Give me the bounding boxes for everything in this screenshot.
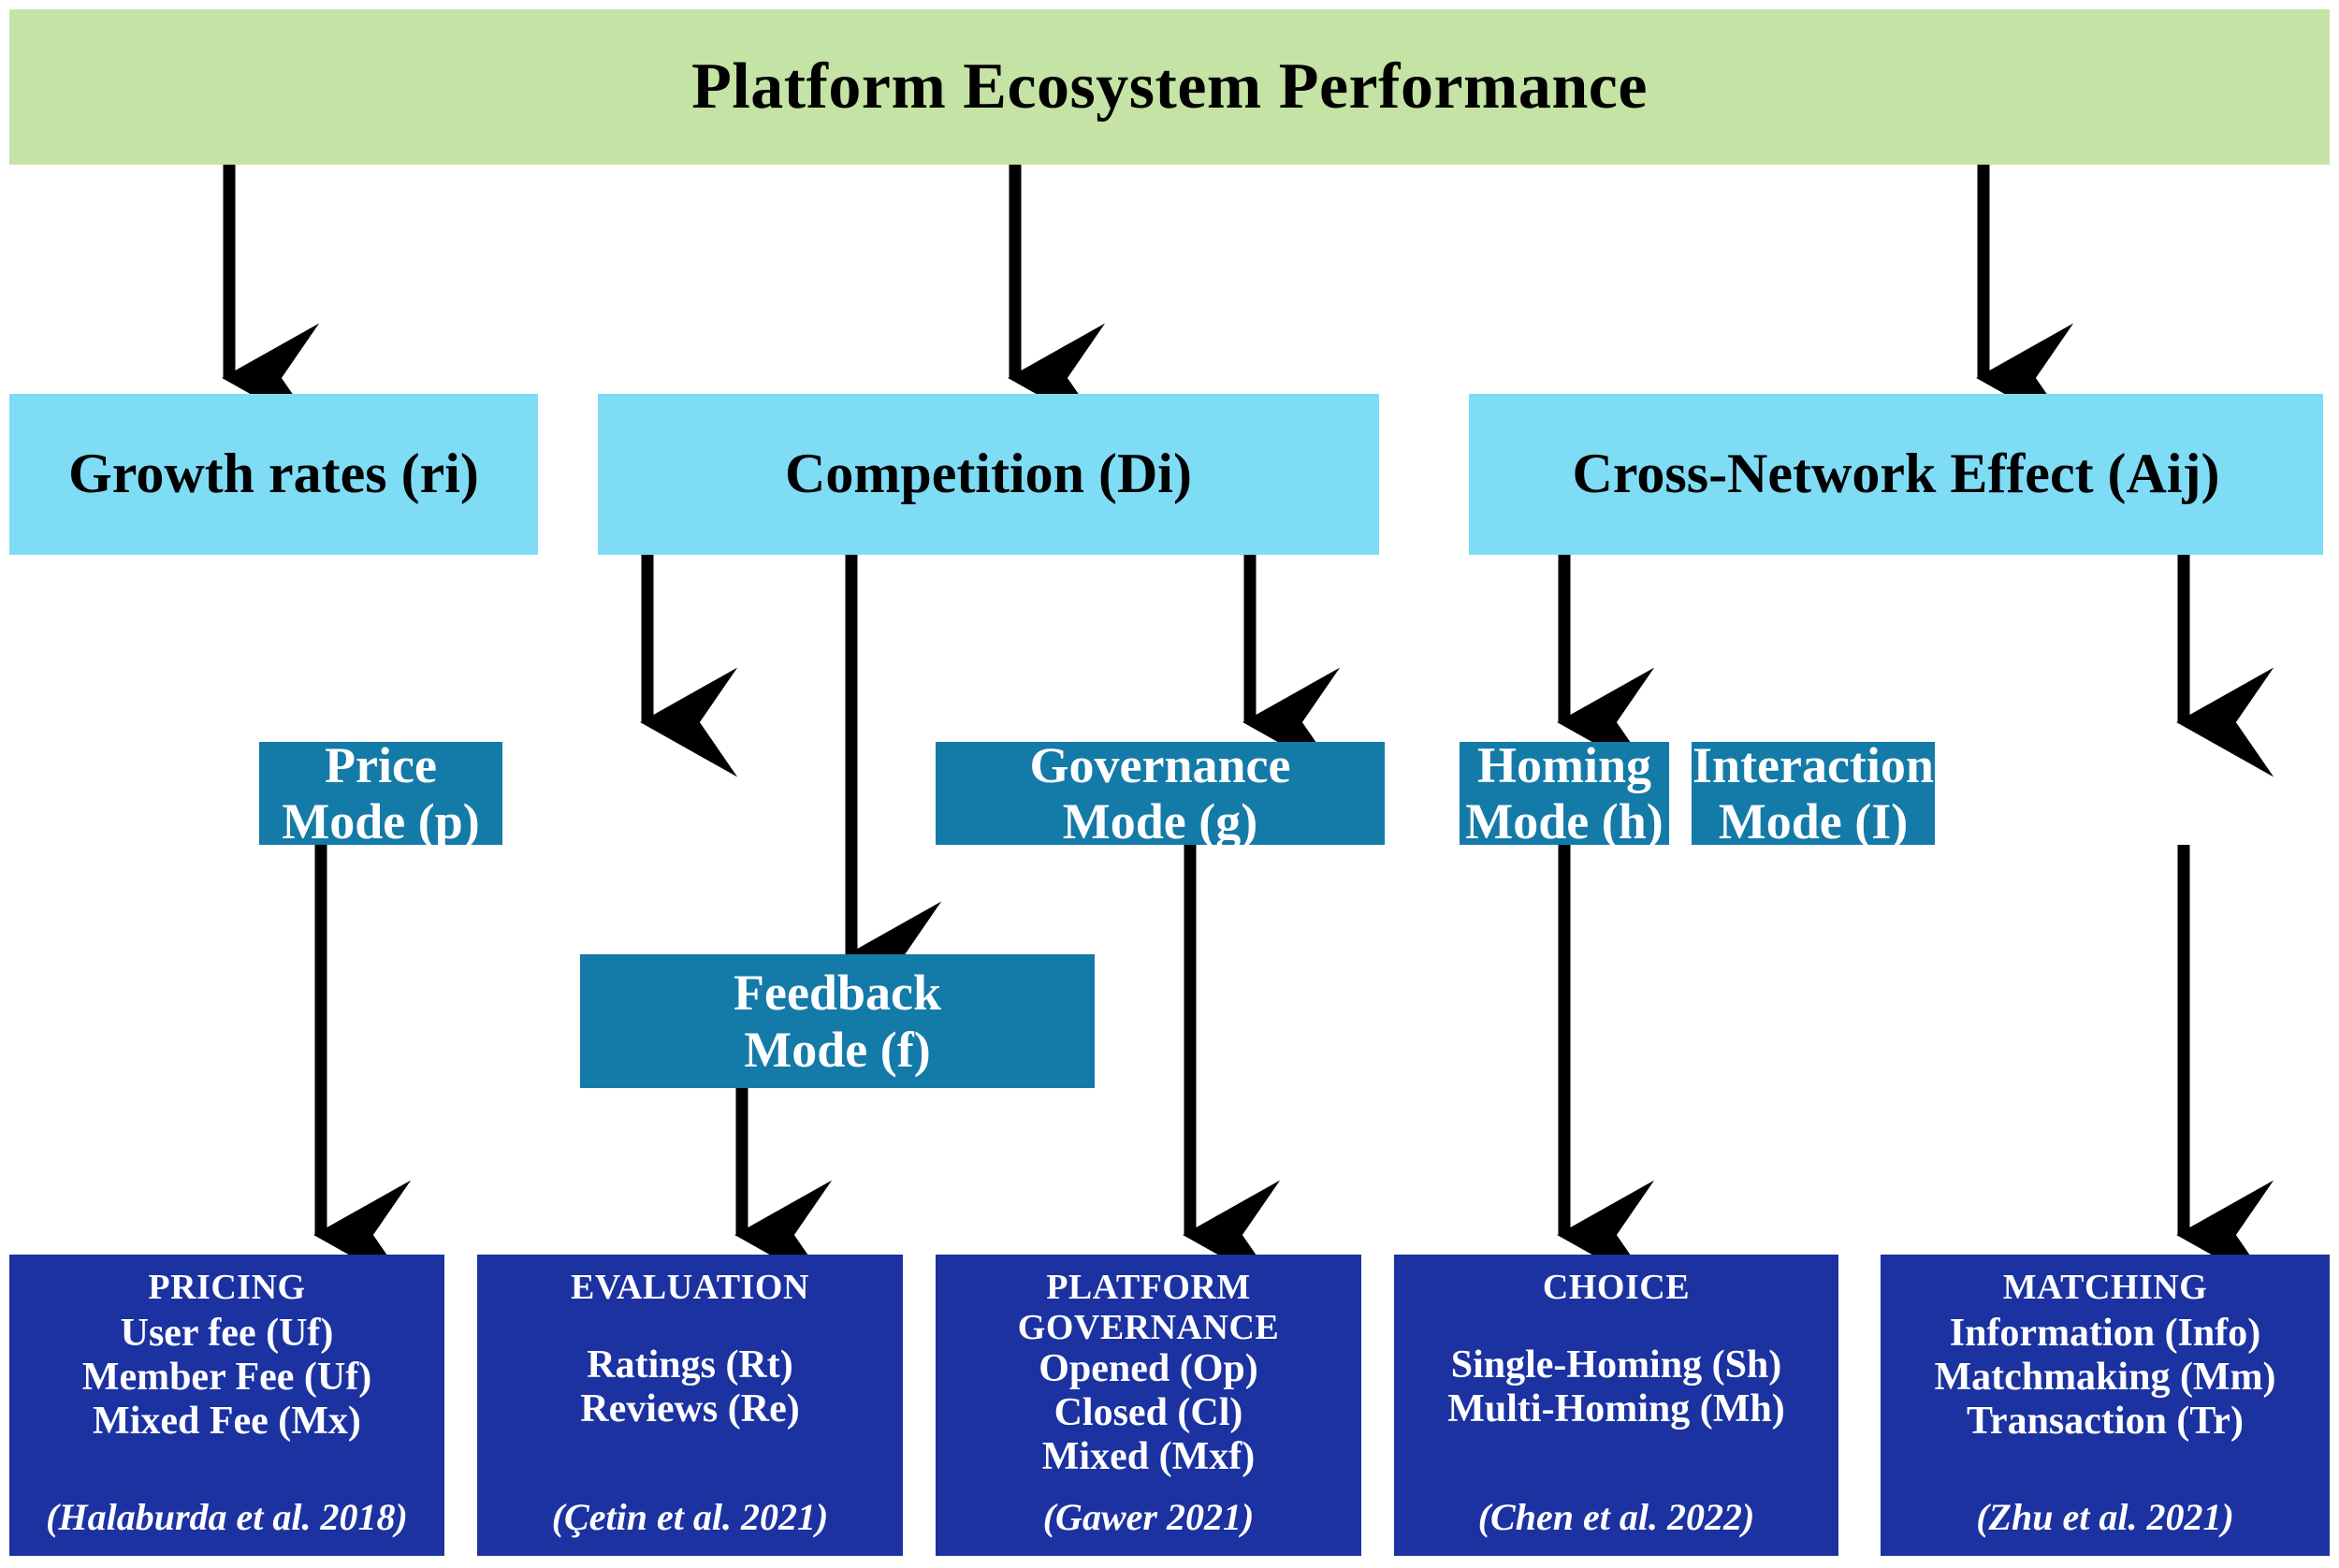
node-competition[interactable]: Competition (Di) <box>598 394 1379 555</box>
pricing-source: (Halaburda et al. 2018) <box>46 1496 408 1539</box>
governance-mode-line1: Governance <box>1029 736 1291 793</box>
choice-source: (Chen et al. 2022) <box>1477 1496 1755 1539</box>
matching-source: (Zhu et al. 2021) <box>1976 1496 2234 1539</box>
competition-label: Competition (Di) <box>785 443 1192 505</box>
node-choice[interactable]: CHOICE Single-Homing (Sh) Multi-Homing (… <box>1394 1255 1838 1556</box>
node-platform-governance[interactable]: PLATFORM GOVERNANCE Opened (Op) Closed (… <box>936 1255 1361 1556</box>
homing-mode-line1: Homing <box>1476 736 1652 793</box>
interaction-mode-line1: Interaction <box>1693 736 1934 793</box>
choice-title: CHOICE <box>1542 1268 1691 1307</box>
price-mode-line2: Mode (p) <box>282 793 480 849</box>
matching-items: Information (Info) Matchmaking (Mm) Tran… <box>1934 1312 2275 1444</box>
node-homing-mode[interactable]: Homing Mode (h) <box>1460 737 1669 849</box>
evaluation-item-1: Ratings (Rt) <box>587 1343 793 1387</box>
governance-mode-line2: Mode (g) <box>1062 793 1258 849</box>
platform-governance-title-line2: GOVERNANCE <box>1017 1307 1280 1347</box>
matching-item-2: Matchmaking (Mm) <box>1934 1355 2276 1399</box>
platform-governance-source: (Gawer 2021) <box>1042 1496 1255 1539</box>
choice-item-1: Single-Homing (Sh) <box>1450 1343 1782 1387</box>
pricing-item-1: User fee (Uf) <box>120 1311 334 1355</box>
choice-items: Single-Homing (Sh) Multi-Homing (Mh) <box>1447 1343 1784 1431</box>
evaluation-items: Ratings (Rt) Reviews (Re) <box>580 1343 799 1431</box>
node-evaluation[interactable]: EVALUATION Ratings (Rt) Reviews (Re) (Çe… <box>477 1255 903 1556</box>
pricing-item-2: Member Fee (Uf) <box>81 1355 372 1399</box>
price-mode-line1: Price <box>325 736 437 793</box>
node-interaction-mode[interactable]: Interaction Mode (I) <box>1692 737 1935 849</box>
platform-governance-items: Opened (Op) Closed (Cl) Mixed (Mxf) <box>1039 1347 1258 1479</box>
root-label: Platform Ecosystem Performance <box>691 50 1648 123</box>
pricing-title: PRICING <box>148 1268 306 1307</box>
feedback-mode-line1: Feedback <box>734 965 941 1022</box>
node-price-mode[interactable]: Price Mode (p) <box>259 737 502 849</box>
homing-mode-line2: Mode (h) <box>1465 793 1663 849</box>
evaluation-source: (Çetin et al. 2021) <box>551 1496 829 1539</box>
choice-item-2: Multi-Homing (Mh) <box>1447 1387 1785 1430</box>
evaluation-item-2: Reviews (Re) <box>580 1387 800 1430</box>
interaction-mode-line2: Mode (I) <box>1718 793 1909 849</box>
node-pricing[interactable]: PRICING User fee (Uf) Member Fee (Uf) Mi… <box>9 1255 444 1556</box>
node-matching[interactable]: MATCHING Information (Info) Matchmaking … <box>1881 1255 2330 1556</box>
feedback-mode-line2: Mode (f) <box>744 1021 931 1078</box>
node-platform-ecosystem-performance[interactable]: Platform Ecosystem Performance <box>9 9 2330 165</box>
node-governance-mode[interactable]: Governance Mode (g) <box>936 737 1385 849</box>
platform-governance-title: PLATFORM <box>1046 1268 1251 1307</box>
evaluation-title: EVALUATION <box>571 1268 809 1307</box>
platform-governance-item-3: Mixed (Mxf) <box>1041 1435 1256 1479</box>
cross-network-effect-label: Cross-Network Effect (Aij) <box>1572 443 2220 505</box>
node-growth-rates[interactable]: Growth rates (ri) <box>9 394 538 555</box>
node-feedback-mode[interactable]: Feedback Mode (f) <box>580 954 1095 1088</box>
platform-governance-item-1: Opened (Op) <box>1039 1347 1258 1391</box>
matching-item-1: Information (Info) <box>1949 1311 2261 1355</box>
matching-title: MATCHING <box>2002 1268 2208 1307</box>
matching-item-3: Transaction (Tr) <box>1967 1399 2244 1443</box>
node-cross-network-effect[interactable]: Cross-Network Effect (Aij) <box>1469 394 2323 555</box>
pricing-items: User fee (Uf) Member Fee (Uf) Mixed Fee … <box>82 1312 371 1444</box>
growth-rates-label: Growth rates (ri) <box>68 443 479 505</box>
pricing-item-3: Mixed Fee (Mx) <box>93 1399 361 1443</box>
platform-governance-item-2: Closed (Cl) <box>1053 1391 1243 1435</box>
